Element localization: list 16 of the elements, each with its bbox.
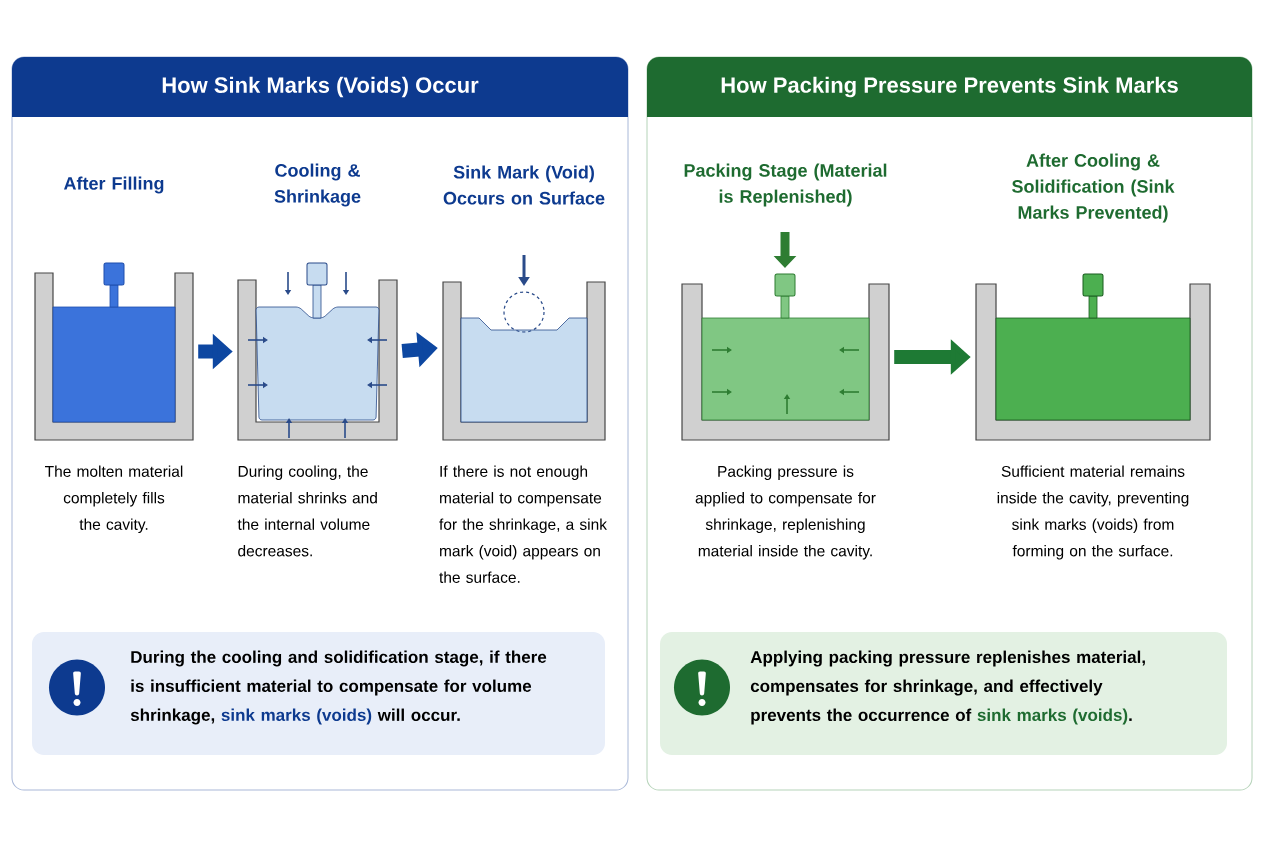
panel	[646, 56, 1253, 791]
stage-heading: Packing Stage (Material is Replenished)	[684, 163, 887, 207]
stage-description: The molten material completely fills the cavity.	[45, 465, 183, 533]
stage-heading: After Filling	[63, 176, 164, 194]
stage-description: Sufficient material remains inside the cavity, preventing sink marks (voids) from forming on the surface.	[997, 465, 1189, 560]
stage-description: If there is not enough material to compensate for the shrinkage, a sink mark (void) appears on the surface.	[439, 465, 607, 583]
note-text: During the cooling and solidification stage, if there is insufficient material to compensate for volume shrinkage, sink marks (voids) will occur.	[130, 650, 547, 725]
stage-description: During cooling, the material shrinks and the internal volume decreases.	[237, 465, 377, 557]
stage-heading: Cooling & Shrinkage	[274, 163, 361, 207]
panel-header: How Sink Marks (Voids) Occur	[12, 57, 628, 117]
stage-description: Packing pressure is applied to compensate for shrinkage, replenishing material inside the cavity.	[695, 465, 876, 560]
stage-heading: After Cooling & Solidification (Sink Marks Prevented)	[1012, 153, 1175, 223]
panel	[11, 56, 629, 791]
stage-heading: Sink Mark (Void) Occurs on Surface	[443, 165, 605, 205]
note-text: Applying packing pressure replenishes material, compensates for shrinkage, and effectively prevents the occurrence of sink marks (voids).	[750, 650, 1145, 725]
panel-header: How Packing Pressure Prevents Sink Marks	[647, 57, 1252, 117]
